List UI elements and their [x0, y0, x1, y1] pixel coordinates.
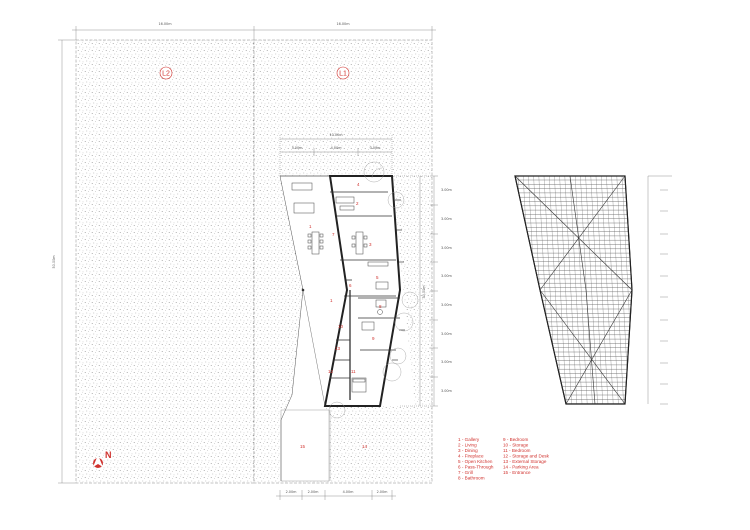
lot-l1-label: L1: [339, 71, 347, 78]
right-dimension-lines: [392, 175, 438, 407]
dim-house-width: 10.00m: [329, 133, 343, 137]
roof-rafter: [564, 176, 577, 404]
legend-item-5: 5 - Open Kitchen: [458, 459, 493, 464]
roof-rafter: [575, 176, 588, 404]
legend-item-1: 1 - Gallery: [458, 437, 480, 442]
legend: 1 - Gallery 2 - Living 3 - Dining 4 - Fi…: [458, 437, 550, 481]
north-arrow: N: [93, 450, 112, 468]
dim-top-seg-3: 3.00m: [370, 146, 382, 150]
roof-rafter: [585, 176, 598, 404]
room-label-r3: 3: [369, 242, 372, 247]
roof-rafter: [590, 176, 603, 404]
room-label-r1a: 1: [309, 224, 312, 229]
dim-bottom-seg-3: 4.00m: [343, 490, 355, 494]
lot-l2-marker: L2: [159, 66, 173, 80]
roof-rafter: [580, 176, 593, 404]
north-label: N: [105, 450, 112, 460]
roof-rafter: [621, 176, 632, 404]
legend-item-2: 2 - Living: [458, 443, 477, 448]
left-dimension-line: [58, 39, 76, 484]
bottom-dimension-lines: [276, 490, 396, 500]
dim-right-total: 30.00m: [422, 285, 426, 299]
legend-item-14: 14 - Parking Area: [503, 465, 539, 470]
room-label-r5: 5: [376, 275, 379, 280]
dim-bottom-seg-2: 2.00m: [308, 490, 320, 494]
dim-lot-depth: 50.00m: [52, 255, 56, 269]
legend-item-13: 13 - External Storage: [503, 459, 547, 464]
room-label-r13: 13: [335, 346, 341, 351]
roof-rafter: [549, 176, 562, 404]
roof-rafter: [632, 176, 644, 404]
roof-rafter: [611, 176, 624, 404]
legend-item-3: 3 - Dining: [458, 448, 478, 453]
legend-item-15: 15 - Entrance: [503, 470, 531, 475]
roof-rafter: [554, 176, 567, 404]
legend-item-6: 6 - Pass-Through: [458, 465, 494, 470]
legend-item-9: 9 - Bedroom: [503, 437, 528, 442]
roof-plan: [514, 175, 672, 405]
legend-item-7: 7 - Grill: [458, 470, 473, 475]
roof-grid: [515, 176, 644, 404]
roof-rafter: [606, 176, 619, 404]
legend-item-4: 4 - Fireplace: [458, 454, 484, 459]
room-label-r6: 6: [349, 283, 352, 288]
dim-right-seg-1: 3.00m: [441, 188, 453, 192]
house-plan: 1 1 2 3 4 5 6 7 8 9 10 11 12 13 14 15: [279, 161, 419, 481]
roof-rafter: [601, 176, 614, 404]
lot-l1-marker: L1: [336, 66, 350, 80]
room-label-r8: 8: [379, 304, 382, 309]
dim-top-seg-1: 3.00m: [292, 146, 304, 150]
legend-item-11: 11 - Bedroom: [503, 448, 531, 453]
roof-rafter: [559, 176, 572, 404]
dim-right-seg-2: 3.00m: [441, 217, 453, 221]
legend-item-10: 10 - Storage: [503, 443, 529, 448]
dim-right-seg-7: 3.00m: [441, 360, 453, 364]
legend-item-8: 8 - Bathroom: [458, 476, 485, 481]
dim-right-seg-4: 3.00m: [441, 274, 453, 278]
room-label-r7: 7: [332, 232, 335, 237]
lot-l2: [75, 39, 255, 484]
top-dimension-lines: [72, 26, 436, 40]
parking-zone: [280, 409, 330, 482]
room-label-r1b: 1: [330, 298, 333, 303]
dim-bottom-seg-4: 2.00m: [377, 490, 389, 494]
room-label-r15: 15: [300, 444, 306, 449]
room-label-r14: 14: [362, 444, 368, 449]
room-label-r2: 2: [356, 201, 359, 206]
dim-right-seg-8: 3.00m: [441, 389, 453, 393]
dim-lot-width-l1: 16.00m: [336, 22, 350, 26]
dim-right-seg-6: 3.00m: [441, 332, 453, 336]
room-label-r10: 10: [338, 324, 344, 329]
dim-lot-width-l2: 16.00m: [158, 22, 172, 26]
dim-top-seg-2: 4.00m: [331, 146, 343, 150]
room-label-r9: 9: [372, 336, 375, 341]
dim-bottom-seg-1: 2.00m: [286, 490, 298, 494]
roof-rafter: [569, 176, 583, 404]
room-label-r4: 4: [357, 182, 360, 187]
house-top-dimension: [279, 135, 393, 176]
legend-item-12: 12 - Storage and Desk: [503, 454, 550, 459]
roof-dimension-ticks: [647, 175, 672, 405]
roof-rafter: [595, 176, 609, 404]
dim-right-seg-5: 3.00m: [441, 303, 453, 307]
lot-l2-label: L2: [162, 71, 170, 78]
dim-right-seg-3: 3.00m: [441, 246, 453, 250]
room-label-r12: 12: [328, 369, 334, 374]
room-label-r11: 11: [351, 369, 356, 374]
